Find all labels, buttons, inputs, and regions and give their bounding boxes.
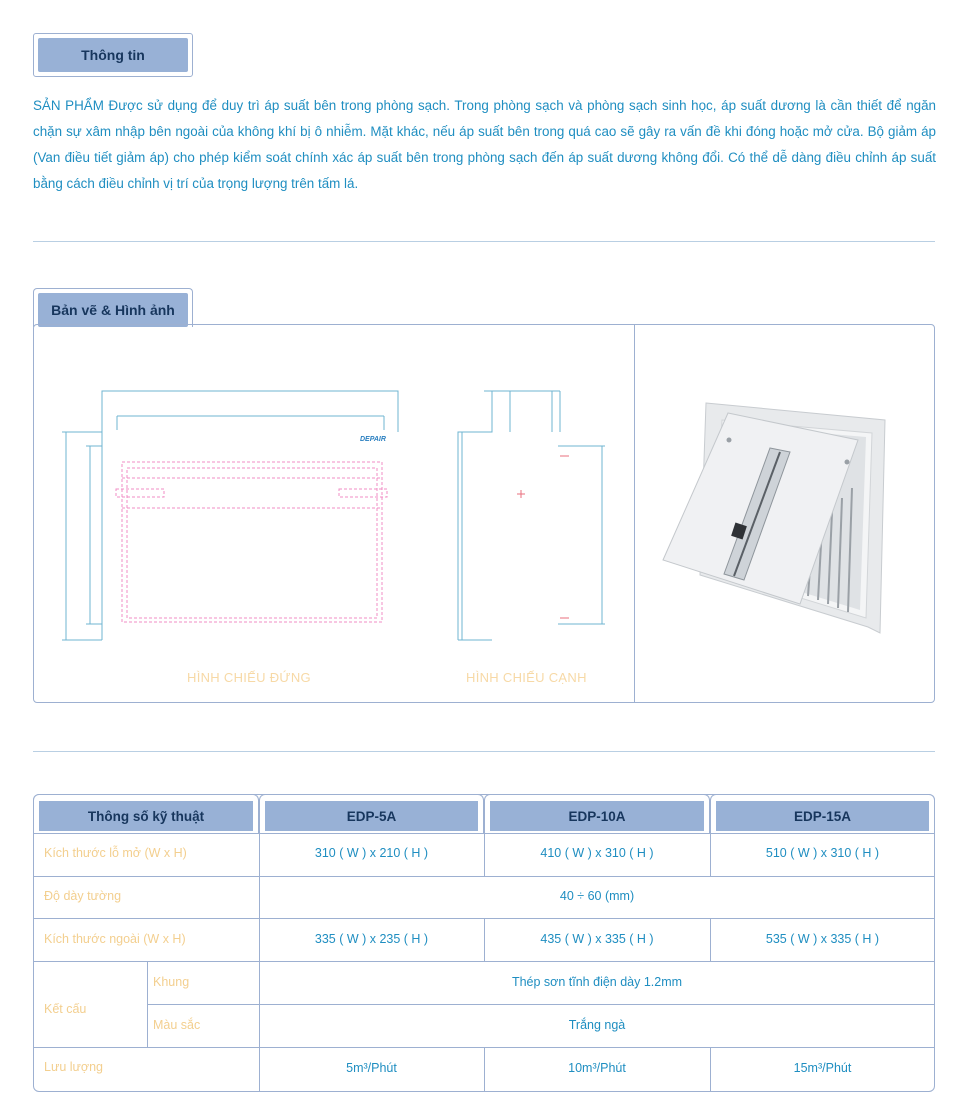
product-description: SẢN PHẨM Được sử dụng để duy trì áp suất… [33, 98, 936, 191]
model-header-cell: EDP-15A [710, 794, 935, 834]
grid-line [33, 876, 935, 877]
grid-line [484, 918, 485, 961]
grid-line [710, 833, 711, 876]
flow-value: 15m³/Phút [793, 1061, 852, 1075]
spec-header-cell: Thông số kỹ thuật [33, 794, 259, 834]
model-header-cell: EDP-5A [259, 794, 484, 834]
grid-line [710, 918, 711, 961]
grid-line [259, 833, 260, 1092]
opening-size-value: 410 ( W ) x 310 ( H ) [540, 846, 654, 860]
opening-size-value: 510 ( W ) x 310 ( H ) [765, 846, 880, 860]
grid-line [147, 961, 148, 1047]
separator-top [33, 241, 935, 242]
grid-line [484, 833, 485, 876]
outer-size-value: 435 ( W ) x 335 ( H ) [540, 932, 654, 946]
front-view-caption: HÌNH CHIẾU ĐỨNG [187, 670, 311, 685]
model-header-label: EDP-15A [716, 801, 929, 831]
spec-header-label: Thông số kỹ thuật [39, 801, 253, 831]
color-value: Trắng ngà [568, 1018, 626, 1032]
row-label-opening-size: Kích thước lỗ mở (W x H) [44, 846, 187, 860]
brand-logo: DEPAIR [360, 436, 386, 443]
row-label-structure: Kết cấu [44, 1002, 87, 1016]
grid-line [484, 1047, 485, 1092]
grid-line [33, 961, 935, 962]
frame-value: Thép sơn tĩnh điện dày 1.2mm [511, 975, 683, 989]
model-header-label: EDP-5A [265, 801, 478, 831]
drawings-tab: Bản vẽ & Hình ảnh [33, 288, 193, 327]
row-label-outer-size: Kích thước ngoài (W x H) [44, 932, 186, 946]
outer-size-value: 535 ( W ) x 335 ( H ) [765, 932, 880, 946]
info-tab-label: Thông tin [38, 38, 188, 72]
info-tab: Thông tin [33, 33, 193, 77]
drawings-tab-label: Bản vẽ & Hình ảnh [38, 293, 188, 327]
drawings-panel [33, 324, 935, 703]
wall-thickness-value: 40 ÷ 60 (mm) [559, 889, 635, 903]
grid-line [710, 1047, 711, 1092]
row-label-color: Màu sắc [153, 1018, 201, 1032]
model-header-cell: EDP-10A [484, 794, 710, 834]
opening-size-value: 310 ( W ) x 210 ( H ) [314, 846, 429, 860]
damper-photo [662, 402, 886, 634]
side-view-caption: HÌNH CHIẾU CẠNH [466, 670, 587, 685]
drawings-divider [634, 324, 635, 703]
model-header-label: EDP-10A [490, 801, 704, 831]
row-label-frame: Khung [153, 975, 190, 989]
row-label-flow: Lưu lượng [44, 1060, 103, 1074]
flow-value: 10m³/Phút [568, 1061, 626, 1075]
flow-value: 5m³/Phút [346, 1061, 397, 1075]
grid-line [147, 1004, 935, 1005]
separator-middle [33, 751, 935, 752]
outer-size-value: 335 ( W ) x 235 ( H ) [314, 932, 429, 946]
row-label-wall-thickness: Độ dày tường [44, 889, 122, 903]
